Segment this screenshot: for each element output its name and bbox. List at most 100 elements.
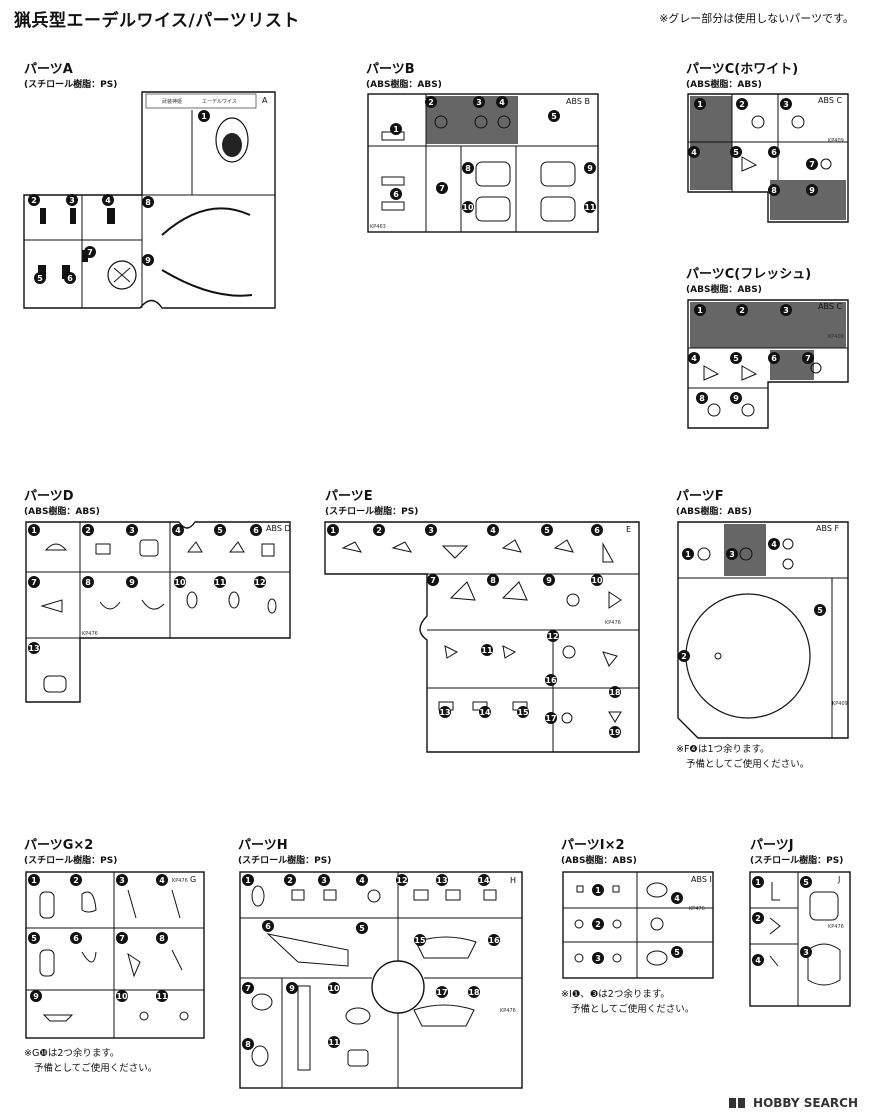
part-number: 18 bbox=[609, 688, 621, 697]
part-number: 5 bbox=[674, 948, 680, 957]
runner-f-kp: KP409 bbox=[832, 701, 848, 707]
section-cw-header: パーツC(ホワイト) (ABS樹脂：ABS) bbox=[686, 58, 798, 90]
runner-j-kp: KP476 bbox=[828, 924, 844, 930]
section-title: パーツE bbox=[325, 489, 373, 504]
runner-cf-part-numbers: 1 2 3 4 5 6 7 8 9 bbox=[688, 304, 814, 404]
section-material: (スチロール樹脂：PS) bbox=[750, 856, 844, 866]
runner-d-part-numbers: 1 2 3 4 5 6 7 8 9 10 11 12 13 bbox=[28, 524, 266, 654]
part-number: 16 bbox=[488, 936, 500, 945]
part-number: 1 bbox=[685, 550, 691, 559]
runner-b-kp: KP463 bbox=[370, 224, 386, 230]
part-number: 10 bbox=[462, 203, 474, 212]
part-number: 7 bbox=[439, 184, 445, 193]
part-number: 3 bbox=[803, 948, 809, 957]
runner-h-tag: H bbox=[510, 876, 516, 885]
section-material: (スチロール樹脂：PS) bbox=[24, 856, 118, 866]
part-number: 11 bbox=[156, 992, 168, 1001]
part-number: 7 bbox=[87, 248, 93, 257]
section-d-header: パーツD (ABS樹脂：ABS) bbox=[24, 485, 100, 517]
runner-i-kp: KP476 bbox=[689, 906, 705, 912]
part-number: 6 bbox=[771, 354, 777, 363]
part-number: 9 bbox=[145, 256, 151, 265]
runner-cf-tag: ABS C bbox=[818, 302, 842, 311]
runner-a-brand-sub: エーデルワイス bbox=[202, 98, 237, 105]
part-number: 2 bbox=[595, 920, 601, 929]
section-g-header: パーツG×2 (スチロール樹脂：PS) bbox=[24, 834, 117, 866]
runner-g-tag: G bbox=[190, 875, 196, 884]
section-material: (ABS樹脂：ABS) bbox=[686, 285, 762, 295]
section-title: パーツJ bbox=[750, 838, 794, 853]
part-number: 4 bbox=[490, 526, 496, 535]
section-material: (スチロール樹脂：PS) bbox=[24, 80, 118, 90]
part-number: 1 bbox=[330, 526, 336, 535]
part-number: 11 bbox=[481, 646, 493, 655]
part-number: 1 bbox=[697, 306, 703, 315]
part-number: 17 bbox=[436, 988, 447, 997]
section-material: (ABS樹脂：ABS) bbox=[676, 507, 752, 517]
section-material: (ABS樹脂：ABS) bbox=[686, 80, 762, 90]
runner-b: ABS B KP463 1 2 3 4 5 6 7 8 9 10 11 bbox=[366, 92, 600, 234]
part-number: 4 bbox=[674, 894, 680, 903]
runner-a-tag: A bbox=[262, 96, 268, 105]
runner-h: H KP476 1 2 3 4 5 6 7 8 9 10 11 12 13 14… bbox=[238, 870, 524, 1090]
section-title: パーツF bbox=[676, 489, 724, 504]
runner-e-kp: KP476 bbox=[605, 620, 621, 626]
part-number: 5 bbox=[31, 934, 37, 943]
note-line: ※F❹は1つ余ります。 bbox=[676, 744, 770, 755]
part-number: 1 bbox=[245, 876, 251, 885]
note-line: 予備としてご使用ください。 bbox=[571, 1004, 695, 1015]
part-number: 14 bbox=[478, 876, 490, 885]
runner-d-tag: ABS D bbox=[266, 524, 291, 533]
part-number: 5 bbox=[217, 526, 223, 535]
part-number: 5 bbox=[817, 606, 823, 615]
part-number: 9 bbox=[733, 394, 739, 403]
part-number: 2 bbox=[755, 914, 761, 923]
runner-c-flesh: ABS C KP409 1 2 3 4 5 6 7 8 9 bbox=[686, 298, 850, 430]
runner-cf-kp: KP409 bbox=[828, 334, 844, 340]
section-material: (スチロール樹脂：PS) bbox=[325, 507, 419, 517]
section-j-header: パーツJ (スチロール樹脂：PS) bbox=[750, 834, 843, 866]
runner-d-kp: KP476 bbox=[82, 631, 98, 637]
part-number: 4 bbox=[175, 526, 181, 535]
part-number: 13 bbox=[28, 644, 39, 653]
part-number: 1 bbox=[697, 100, 703, 109]
part-number: 8 bbox=[85, 578, 91, 587]
part-number: 2 bbox=[739, 100, 745, 109]
part-number: 7 bbox=[31, 578, 37, 587]
section-title: パーツD bbox=[24, 489, 74, 504]
part-number: 12 bbox=[396, 876, 407, 885]
part-number: 2 bbox=[31, 196, 37, 205]
part-number: 7 bbox=[805, 354, 811, 363]
part-number: 1 bbox=[31, 876, 37, 885]
part-number: 2 bbox=[681, 652, 687, 661]
part-number: 13 bbox=[439, 708, 450, 717]
part-number: 10 bbox=[591, 576, 603, 585]
runner-h-kp: KP476 bbox=[500, 1008, 516, 1014]
part-number: 5 bbox=[803, 878, 809, 887]
section-material: (スチロール樹脂：PS) bbox=[238, 856, 332, 866]
runner-i-tag: ABS I bbox=[691, 875, 712, 884]
part-number: 5 bbox=[37, 274, 43, 283]
part-number: 8 bbox=[490, 576, 496, 585]
part-number: 5 bbox=[551, 112, 557, 121]
part-number: 1 bbox=[755, 878, 761, 887]
part-number: 5 bbox=[544, 526, 550, 535]
part-number: 8 bbox=[465, 164, 471, 173]
part-number: 4 bbox=[159, 876, 165, 885]
runner-h-part-numbers: 1 2 3 4 5 6 7 8 9 10 11 12 13 14 15 16 1… bbox=[242, 874, 500, 1050]
watermark: HOBBY SEARCH bbox=[729, 1096, 858, 1110]
part-number: 9 bbox=[587, 164, 593, 173]
note-line: ※G❿は2つ余ります。 bbox=[24, 1048, 120, 1059]
part-number: 1 bbox=[201, 112, 207, 121]
section-h-header: パーツH (スチロール樹脂：PS) bbox=[238, 834, 331, 866]
part-number: 5 bbox=[733, 354, 739, 363]
part-number: 6 bbox=[594, 526, 600, 535]
part-number: 11 bbox=[214, 578, 226, 587]
part-number: 3 bbox=[129, 526, 135, 535]
part-number: 2 bbox=[287, 876, 293, 885]
section-title: パーツC(フレッシュ) bbox=[686, 267, 812, 282]
part-number: 9 bbox=[546, 576, 552, 585]
part-number: 4 bbox=[691, 148, 697, 157]
part-number: 3 bbox=[595, 954, 601, 963]
part-number: 4 bbox=[499, 98, 505, 107]
